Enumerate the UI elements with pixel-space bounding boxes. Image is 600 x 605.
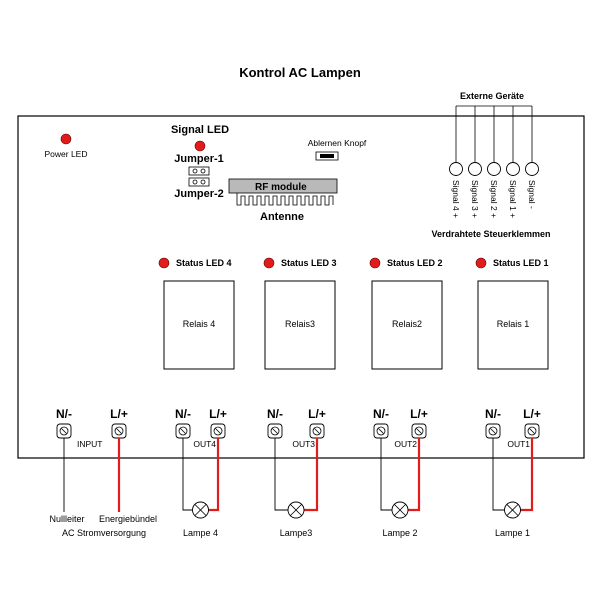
status-led-icon: [263, 257, 275, 269]
signal-terminal-icon[interactable]: [525, 162, 539, 176]
status-led-icon: [158, 257, 170, 269]
screw-terminal-icon[interactable]: [309, 423, 325, 439]
output-label: OUT2: [394, 439, 417, 449]
relay-label: Relais3: [285, 319, 315, 329]
relay-box: Relais 4: [163, 280, 235, 370]
output-l-label: L/+: [523, 407, 541, 421]
signal-terminal-group: Signal 4 + Signal 3 + Signal 2 + Signal 1 +…: [449, 105, 539, 218]
lamp-neutral-wire: [380, 438, 392, 511]
output-n-label: N/-: [175, 407, 191, 421]
relay-row: Status LED 4 Status LED 3 Status LED 2 Stat…: [158, 257, 549, 370]
status-led-label: Status LED 4: [176, 258, 232, 268]
output-l-label: L/+: [308, 407, 326, 421]
relay-label: Relais 1: [497, 319, 530, 329]
output-n-label: N/-: [267, 407, 283, 421]
signal-label: Signal 3 +: [470, 180, 480, 218]
energy-label: Energiebündel: [99, 514, 157, 524]
jumper-2-icon[interactable]: [188, 177, 210, 187]
jumper-1-icon[interactable]: [188, 166, 210, 176]
lamp-live-wire: [208, 438, 220, 512]
wired-terminals-label: Verdrahtete Steuerklemmen: [431, 229, 550, 239]
antenna-icon: [236, 193, 334, 206]
output-n-label: N/-: [373, 407, 389, 421]
neutral-label: Nullleiter: [49, 514, 84, 524]
rf-module-label: RF module: [255, 182, 307, 193]
lamp-icon: [287, 501, 305, 519]
lamp-neutral-wire: [182, 438, 193, 511]
signal-terminal-icon[interactable]: [468, 162, 482, 176]
status-led-label: Status LED 3: [281, 258, 337, 268]
status-led-label: Status LED 2: [387, 258, 443, 268]
signal-label: Signal -: [527, 180, 537, 209]
relay-label: Relais 4: [183, 319, 216, 329]
jumper-2-label: Jumper-2: [174, 188, 224, 200]
input-label: INPUT: [77, 439, 103, 449]
lamp-label: Lampe3: [280, 528, 313, 538]
lamp-neutral-wire: [492, 438, 505, 511]
jumper-1-label: Jumper-1: [174, 153, 224, 165]
relay-box: Relais2: [371, 280, 443, 370]
signal-label: Signal 1 +: [508, 180, 518, 218]
status-led-icon: [369, 257, 381, 269]
lamp-label: Lampe 4: [183, 528, 218, 538]
relay-label: Relais2: [392, 319, 422, 329]
external-devices-label: Externe Geräte: [460, 91, 524, 101]
rf-module: [228, 178, 338, 194]
lamp-live-wire: [304, 438, 319, 512]
signal-label: Signal 2 +: [489, 180, 499, 218]
antenna-label: Antenne: [260, 211, 304, 223]
screw-terminal-icon[interactable]: [210, 423, 226, 439]
lamp-live-wire: [408, 438, 421, 512]
controller-board: [17, 115, 585, 459]
diagram-title: Kontrol AC Lampen: [239, 65, 361, 80]
output-l-label: L/+: [410, 407, 428, 421]
input-terminal-block: N/- L/+ INPUT: [56, 407, 128, 512]
input-l-label: L/+: [110, 407, 128, 421]
signal-led-label: Signal LED: [171, 124, 229, 136]
signal-label: Signal 4 +: [451, 180, 461, 218]
lamp-label: Lampe 2: [382, 528, 417, 538]
signal-terminal-icon[interactable]: [506, 162, 520, 176]
power-led-label: Power LED: [45, 149, 88, 159]
lamp-label: Lampe 1: [495, 528, 530, 538]
signal-terminal-icon[interactable]: [449, 162, 463, 176]
learn-button[interactable]: [315, 151, 339, 161]
lamp-icon: [192, 501, 209, 519]
signal-led-icon: [194, 140, 206, 152]
status-led-label: Status LED 1: [493, 258, 549, 268]
screw-terminal-icon[interactable]: [485, 423, 501, 439]
relay-box: Relais3: [264, 280, 336, 370]
relay-box: Relais 1: [477, 280, 549, 370]
status-led-icon: [475, 257, 487, 269]
signal-terminal-icon[interactable]: [487, 162, 501, 176]
power-led-icon: [60, 133, 72, 145]
lamp-icon: [504, 501, 521, 519]
output-label: OUT1: [507, 439, 530, 449]
screw-terminal-icon[interactable]: [56, 423, 72, 439]
lamp-icon: [391, 501, 409, 519]
output-label: OUT4: [193, 439, 216, 449]
lamp-neutral-wire: [274, 438, 288, 511]
output-n-label: N/-: [485, 407, 501, 421]
ac-supply-label: AC Stromversorgung: [62, 528, 146, 538]
screw-terminal-icon[interactable]: [411, 423, 427, 439]
input-n-label: N/-: [56, 407, 72, 421]
learn-button-label: Ablernen Knopf: [308, 138, 367, 148]
lamp-live-wire: [520, 438, 534, 512]
output-label: OUT3: [292, 439, 315, 449]
screw-terminal-icon[interactable]: [111, 423, 127, 439]
screw-terminal-icon[interactable]: [373, 423, 389, 439]
output-l-label: L/+: [209, 407, 227, 421]
screw-terminal-icon[interactable]: [267, 423, 283, 439]
screw-terminal-icon[interactable]: [524, 423, 540, 439]
screw-terminal-icon[interactable]: [175, 423, 191, 439]
